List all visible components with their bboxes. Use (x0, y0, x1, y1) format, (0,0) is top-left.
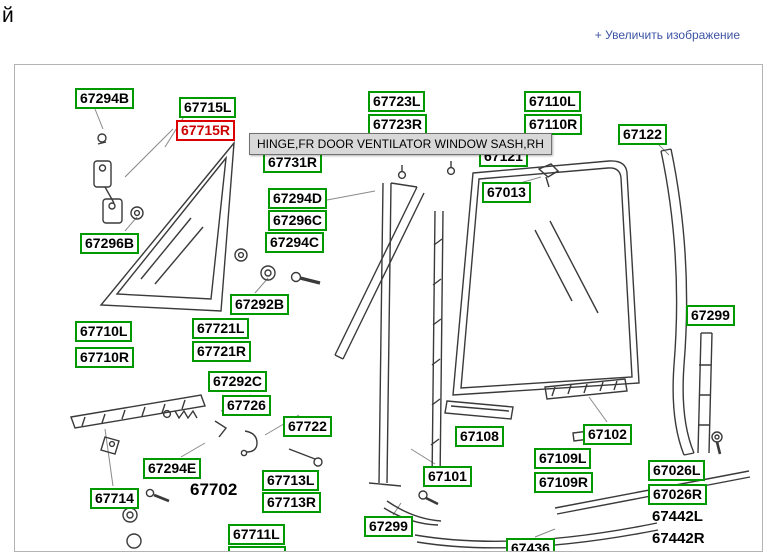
part-label[interactable]: 67722 (283, 416, 332, 437)
part-label[interactable]: 67109L (534, 448, 592, 469)
fastener-drawing (234, 248, 321, 285)
part-label[interactable]: 67731R (263, 152, 323, 173)
part-label[interactable]: 67294B (75, 88, 135, 109)
part-label[interactable]: 67710R (75, 347, 135, 368)
part-label[interactable]: 67715L (179, 97, 237, 118)
part-label[interactable]: 67296B (80, 233, 140, 254)
part-label[interactable]: 67713R (262, 492, 322, 513)
part-label[interactable]: 67292C (208, 371, 268, 392)
part-label[interactable]: 67108 (455, 426, 504, 447)
diagram-panel: 67294B 67715L 67715R 67723L 67723R 67110… (14, 64, 763, 552)
part-label[interactable]: 67294E (143, 458, 202, 479)
part-label[interactable]: 67721L (192, 318, 250, 339)
door-glass-drawing (446, 160, 640, 396)
part-label-plain[interactable]: 67702 (190, 480, 238, 499)
vent-sash-lower-drawing (70, 394, 323, 549)
part-label[interactable]: 67110L (524, 91, 581, 112)
part-label[interactable]: 67101 (423, 466, 472, 487)
glass-run-channel-drawing (660, 148, 695, 456)
part-label-highlighted[interactable]: 67715R (176, 120, 236, 141)
part-label[interactable]: 67713L (262, 470, 320, 491)
part-label[interactable]: 67102 (583, 424, 632, 445)
part-label[interactable]: 67110R (524, 114, 583, 135)
part-label[interactable]: 67711R (228, 546, 287, 551)
vent-window-drawing (99, 140, 235, 312)
part-label[interactable]: 67013 (482, 182, 531, 203)
part-label[interactable]: 67122 (618, 124, 667, 145)
part-label[interactable]: 67296C (268, 210, 328, 231)
part-label[interactable]: 67294D (268, 188, 328, 209)
part-label[interactable]: 67294C (265, 232, 325, 253)
part-label[interactable]: 67714 (90, 488, 139, 509)
enlarge-image-link[interactable]: + Увеличить изображение (594, 28, 740, 42)
part-label[interactable]: 67436 (506, 538, 555, 551)
part-label[interactable]: 67726 (222, 395, 271, 416)
part-label[interactable]: 67026L (648, 460, 706, 481)
part-tooltip: HINGE,FR DOOR VENTILATOR WINDOW SASH,RH (249, 133, 552, 155)
hinge-parts-drawing (93, 133, 144, 224)
part-label[interactable]: 67292B (230, 294, 290, 315)
page-corner-text: й (2, 4, 14, 27)
part-label[interactable]: 67299 (686, 305, 735, 326)
part-label[interactable]: 67026R (648, 484, 708, 505)
part-label-plain[interactable]: 67442L (652, 508, 703, 525)
run-channel-right-drawing (697, 332, 723, 455)
part-label[interactable]: 67723R (368, 114, 428, 135)
part-label[interactable]: 67710L (75, 321, 133, 342)
part-label-plain[interactable]: 67442R (652, 530, 705, 547)
part-label[interactable]: 67109R (534, 472, 594, 493)
clip-drawing (537, 163, 560, 188)
division-bar-drawing (334, 165, 444, 487)
part-label[interactable]: 67711L (228, 524, 285, 545)
part-label[interactable]: 67299 (364, 516, 413, 537)
part-label[interactable]: 67723L (368, 91, 426, 112)
part-label[interactable]: 67721R (192, 341, 252, 362)
